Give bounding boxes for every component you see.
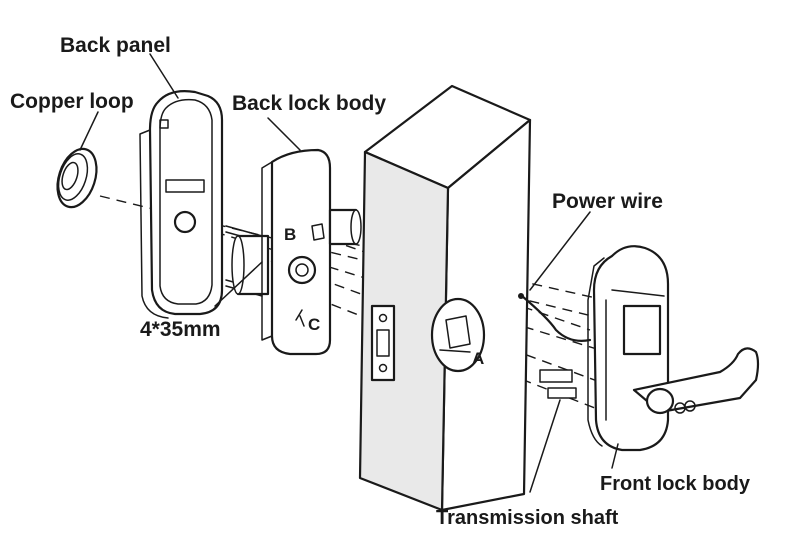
front-lock-body <box>518 245 760 452</box>
label-back-panel: Back panel <box>60 34 171 57</box>
back-lock-body <box>261 148 362 356</box>
label-power-wire: Power wire <box>552 190 663 213</box>
label-point-b: B <box>284 225 296 244</box>
leader-lines <box>79 53 619 493</box>
label-back-lock-body: Back lock body <box>232 92 386 115</box>
copper-loop <box>56 147 98 209</box>
label-copper-loop: Copper loop <box>10 90 134 113</box>
label-screw-size: 4*35mm <box>140 318 221 341</box>
mounting-screws <box>225 225 270 297</box>
label-point-c: C <box>308 315 320 334</box>
label-point-a: A <box>472 349 484 368</box>
back-panel <box>139 90 224 319</box>
label-transmission-shaft: Transmission shaft <box>436 507 619 529</box>
label-front-lock-body: Front lock body <box>600 473 751 495</box>
door <box>358 84 532 512</box>
